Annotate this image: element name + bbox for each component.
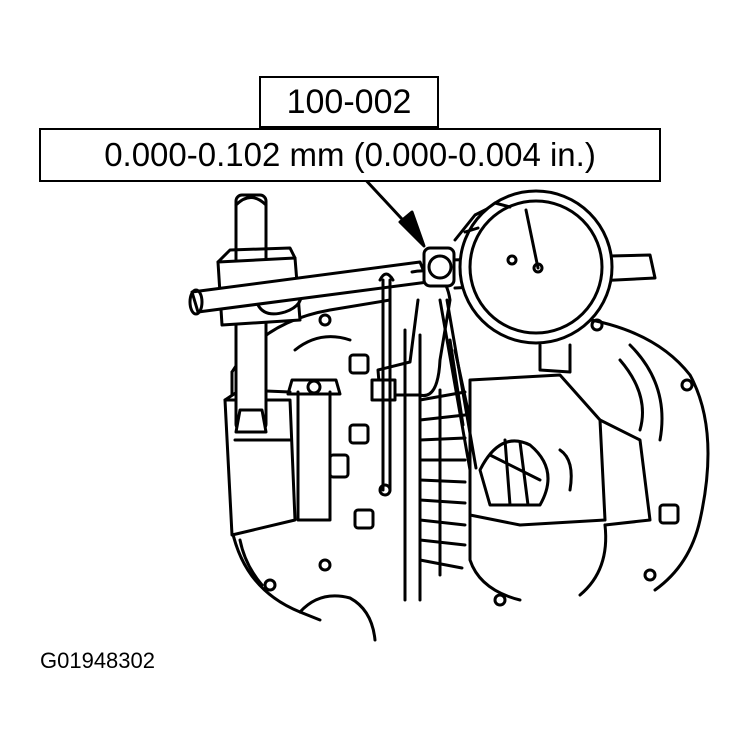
carrier-housing bbox=[230, 298, 710, 642]
runout-spec-text: 0.000-0.102 mm (0.000-0.004 in.) bbox=[104, 136, 596, 173]
dial-indicator-icon bbox=[422, 189, 614, 374]
tool-number-label: 100-002 bbox=[259, 76, 439, 128]
mounting-stud bbox=[286, 378, 342, 522]
callout-arrow bbox=[360, 174, 426, 248]
magnetic-base bbox=[223, 388, 297, 537]
figure-id: G01948302 bbox=[40, 648, 155, 673]
differential-case bbox=[328, 328, 680, 602]
tool-number-text: 100-002 bbox=[286, 83, 412, 121]
runout-spec-label: 0.000-0.102 mm (0.000-0.004 in.) bbox=[39, 128, 661, 182]
